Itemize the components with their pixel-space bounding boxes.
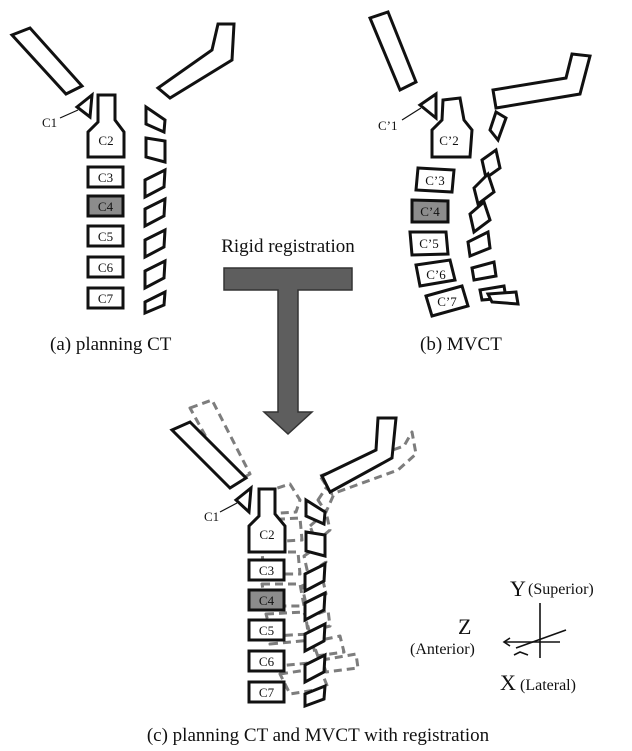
panel-planning-ct: C1 C2 C3 C4 C5 C6 C7 (a) planning CT [12,24,234,355]
mandible-right [158,24,234,98]
x-axis-direction: (Lateral) [520,677,576,694]
c1-leader-line [60,110,78,118]
c2-vertebra [432,98,472,157]
panel-mvct: C’1 C’2 C’3 C’4 C’5 C’6 C’7 (b) MVCT [370,12,590,355]
x-axis-label: X [500,670,516,695]
vertebra-label-c6: C6 [98,260,114,275]
lateral-arrowhead [514,652,528,655]
mandible-left [370,12,416,90]
mandible-right [493,54,590,108]
y-axis-label: Y [510,576,526,601]
registration-arrow: Rigid registration [221,236,355,434]
vertebra-label-c7: C7 [259,685,275,700]
vertebra-label-c5: C5 [259,623,274,638]
c1-leader-line [402,108,421,120]
c1-leader-line [220,503,237,512]
c1-label: C1 [42,115,57,130]
vertebra-label-c7: C’7 [437,294,457,309]
vertebra-label-c6: C’6 [426,267,446,282]
panel-registration-overlay: C1 C2 C3 C4 C5 C6 C7 (c) planning CT and… [147,400,490,746]
spinous-processes [145,107,165,313]
vertebra-label-c2: C’2 [439,133,459,148]
mandible-left [172,422,246,488]
y-axis-direction: (Superior) [528,581,594,598]
vertebra-label-c2: C2 [98,133,113,148]
c1-label: C’1 [378,118,398,133]
panel-c-caption: (c) planning CT and MVCT with registrati… [147,725,490,746]
c2-vertebra [249,489,285,552]
lateral-axis-line [516,630,566,648]
z-axis-direction: (Anterior) [410,641,475,658]
z-axis-label: Z [458,614,471,639]
panel-b-caption: (b) MVCT [420,334,502,355]
vertebra-label-c5: C’5 [419,236,439,251]
coordinate-axes: Y (Superior) Z (Anterior) X (Lateral) [410,576,594,695]
vertebra-label-c3: C’3 [425,173,445,188]
vertebra-label-c4: C4 [98,199,114,214]
mandible-right [322,418,396,492]
spinous-processes [305,500,325,706]
vertebra-label-c5: C5 [98,229,113,244]
vertebra-label-c6: C6 [259,654,275,669]
arrow-label: Rigid registration [221,236,355,257]
c1-vertebra [420,94,436,118]
c1-vertebra [77,95,92,117]
vertebra-label-c3: C3 [259,563,274,578]
vertebra-label-c7: C7 [98,291,114,306]
mandible-left [12,28,82,94]
spinous-processes [468,112,518,304]
c1-label: C1 [204,509,219,524]
panel-a-caption: (a) planning CT [50,334,172,355]
vertebra-label-c2: C2 [259,527,274,542]
arrow-shape [224,268,352,434]
vertebra-label-c4: C’4 [420,204,440,219]
vertebra-label-c3: C3 [98,170,113,185]
c1-vertebra [236,488,251,512]
vertebra-label-c4: C4 [259,593,275,608]
